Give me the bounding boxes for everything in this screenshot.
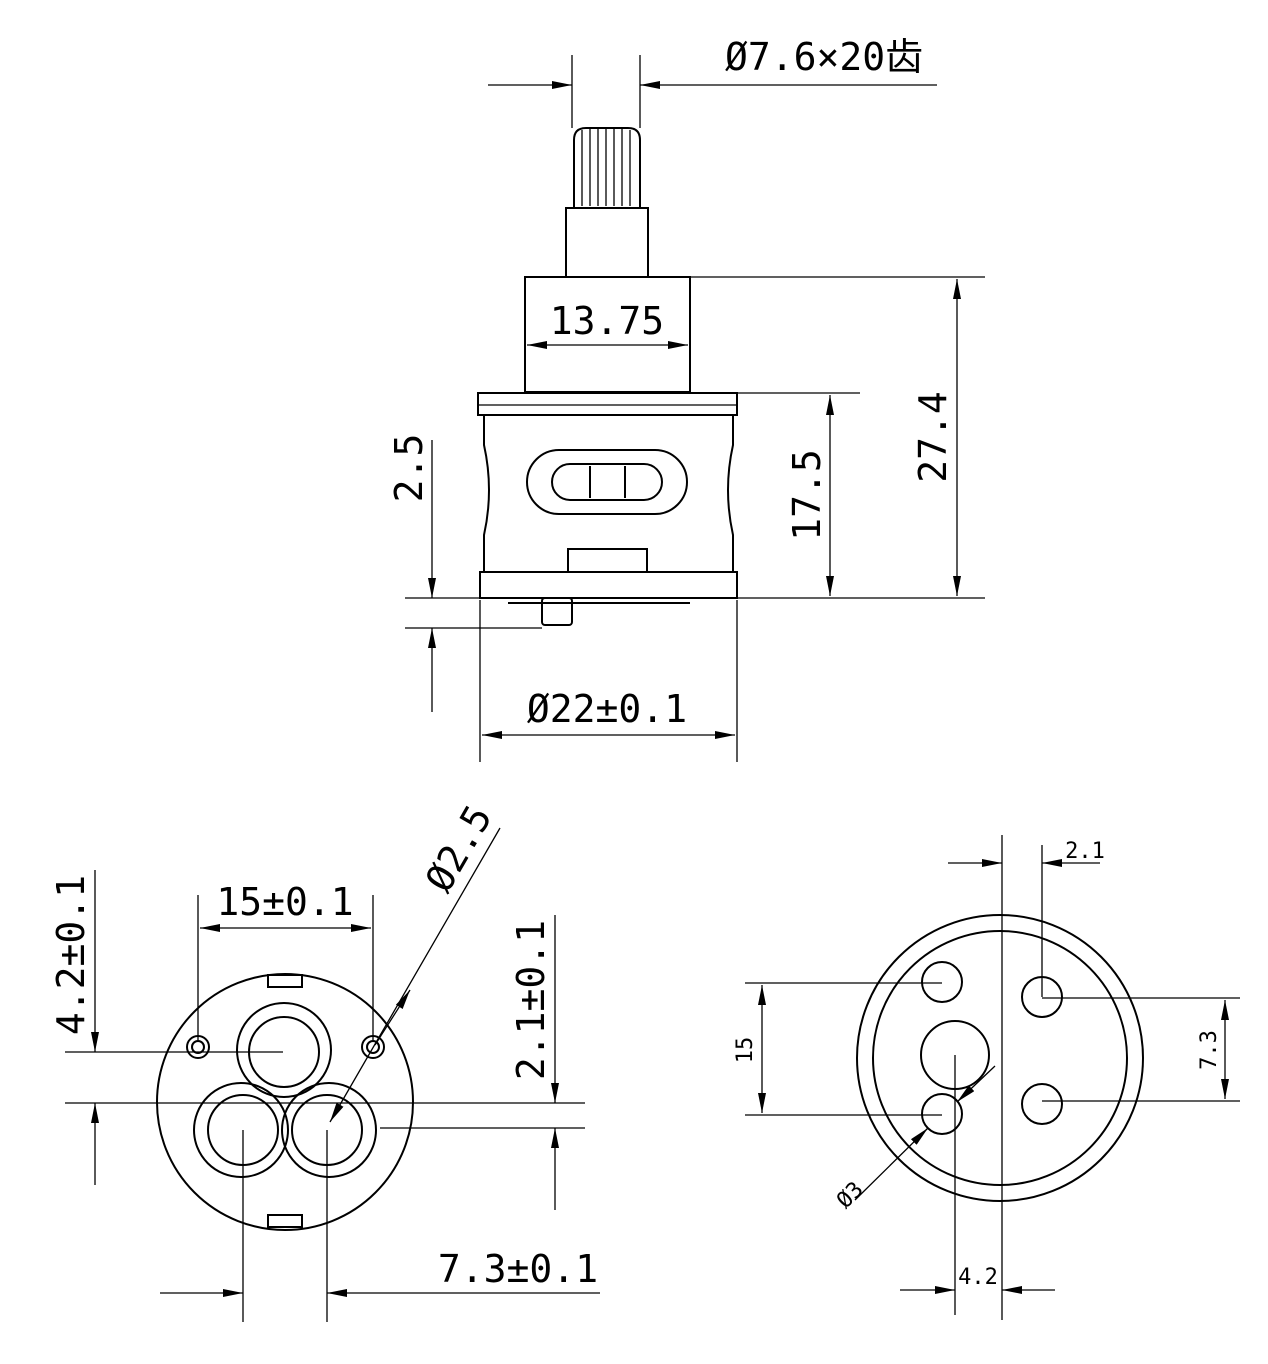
port-view: 2.1 15 7.3 Ø3 4.2 xyxy=(733,835,1240,1320)
flange xyxy=(477,392,738,416)
spline-stem xyxy=(565,127,649,278)
span-left-label: 15 xyxy=(733,1037,758,1064)
dim-upper-width: 13.75 xyxy=(527,299,688,349)
dim-pin-height: 2.5 xyxy=(387,434,542,712)
dim-body-height: 17.5 xyxy=(737,392,860,596)
bottom-pin xyxy=(508,597,690,626)
body-diameter-label: Ø22±0.1 xyxy=(527,687,687,731)
slot xyxy=(526,449,688,515)
ports xyxy=(920,961,1063,1135)
offset-top-label: 2.1 xyxy=(1065,839,1105,864)
spline-label: Ø7.6×20齿 xyxy=(725,35,923,79)
dim-total-height: 27.4 xyxy=(690,276,985,599)
dim-spline: Ø7.6×20齿 xyxy=(488,35,937,128)
dim-hole-spacing: 15±0.1 xyxy=(197,880,374,1040)
dim-offset-lower: 2.1±0.1 xyxy=(380,915,585,1210)
bottom-view: 15±0.1 Ø2.5 4.2±0.1 2.1±0.1 7.3±0.1 xyxy=(49,798,600,1322)
dim-port-diameter: Ø3 xyxy=(832,1065,996,1214)
dim-span-right: 7.3 xyxy=(1042,997,1240,1102)
dim-body-diameter: Ø22±0.1 xyxy=(479,600,738,762)
side-view: Ø7.6×20齿 13.75 27.4 17.5 2.5 xyxy=(387,35,985,762)
dim-small-hole: Ø2.5 xyxy=(329,798,501,1123)
offset-lower-label: 2.1±0.1 xyxy=(509,920,553,1080)
pin-height-label: 2.5 xyxy=(387,434,431,503)
body-height-label: 17.5 xyxy=(785,449,829,541)
port-diameter-label: Ø3 xyxy=(832,1177,868,1213)
dim-offset-top: 2.1 xyxy=(948,839,1105,997)
hole-spacing-label: 15±0.1 xyxy=(216,880,353,924)
dim-offset-bottom: 4.2 xyxy=(900,1055,1055,1315)
span-right-label: 7.3 xyxy=(1197,1030,1222,1070)
base-flange xyxy=(479,571,738,599)
tab xyxy=(567,548,648,573)
upper-width-label: 13.75 xyxy=(550,299,664,343)
dim-lobe-spacing: 7.3±0.1 xyxy=(160,1130,600,1322)
small-holes xyxy=(186,1035,385,1059)
offset-vertical-label: 4.2±0.1 xyxy=(49,875,93,1035)
dim-offset-vertical: 4.2±0.1 xyxy=(49,870,585,1185)
lobe-spacing-label: 7.3±0.1 xyxy=(438,1247,598,1291)
body xyxy=(483,415,734,572)
total-height-label: 27.4 xyxy=(911,391,955,483)
dim-span-left: 15 xyxy=(733,982,942,1116)
offset-bottom-label: 4.2 xyxy=(958,1265,998,1290)
lobes xyxy=(193,1002,377,1178)
